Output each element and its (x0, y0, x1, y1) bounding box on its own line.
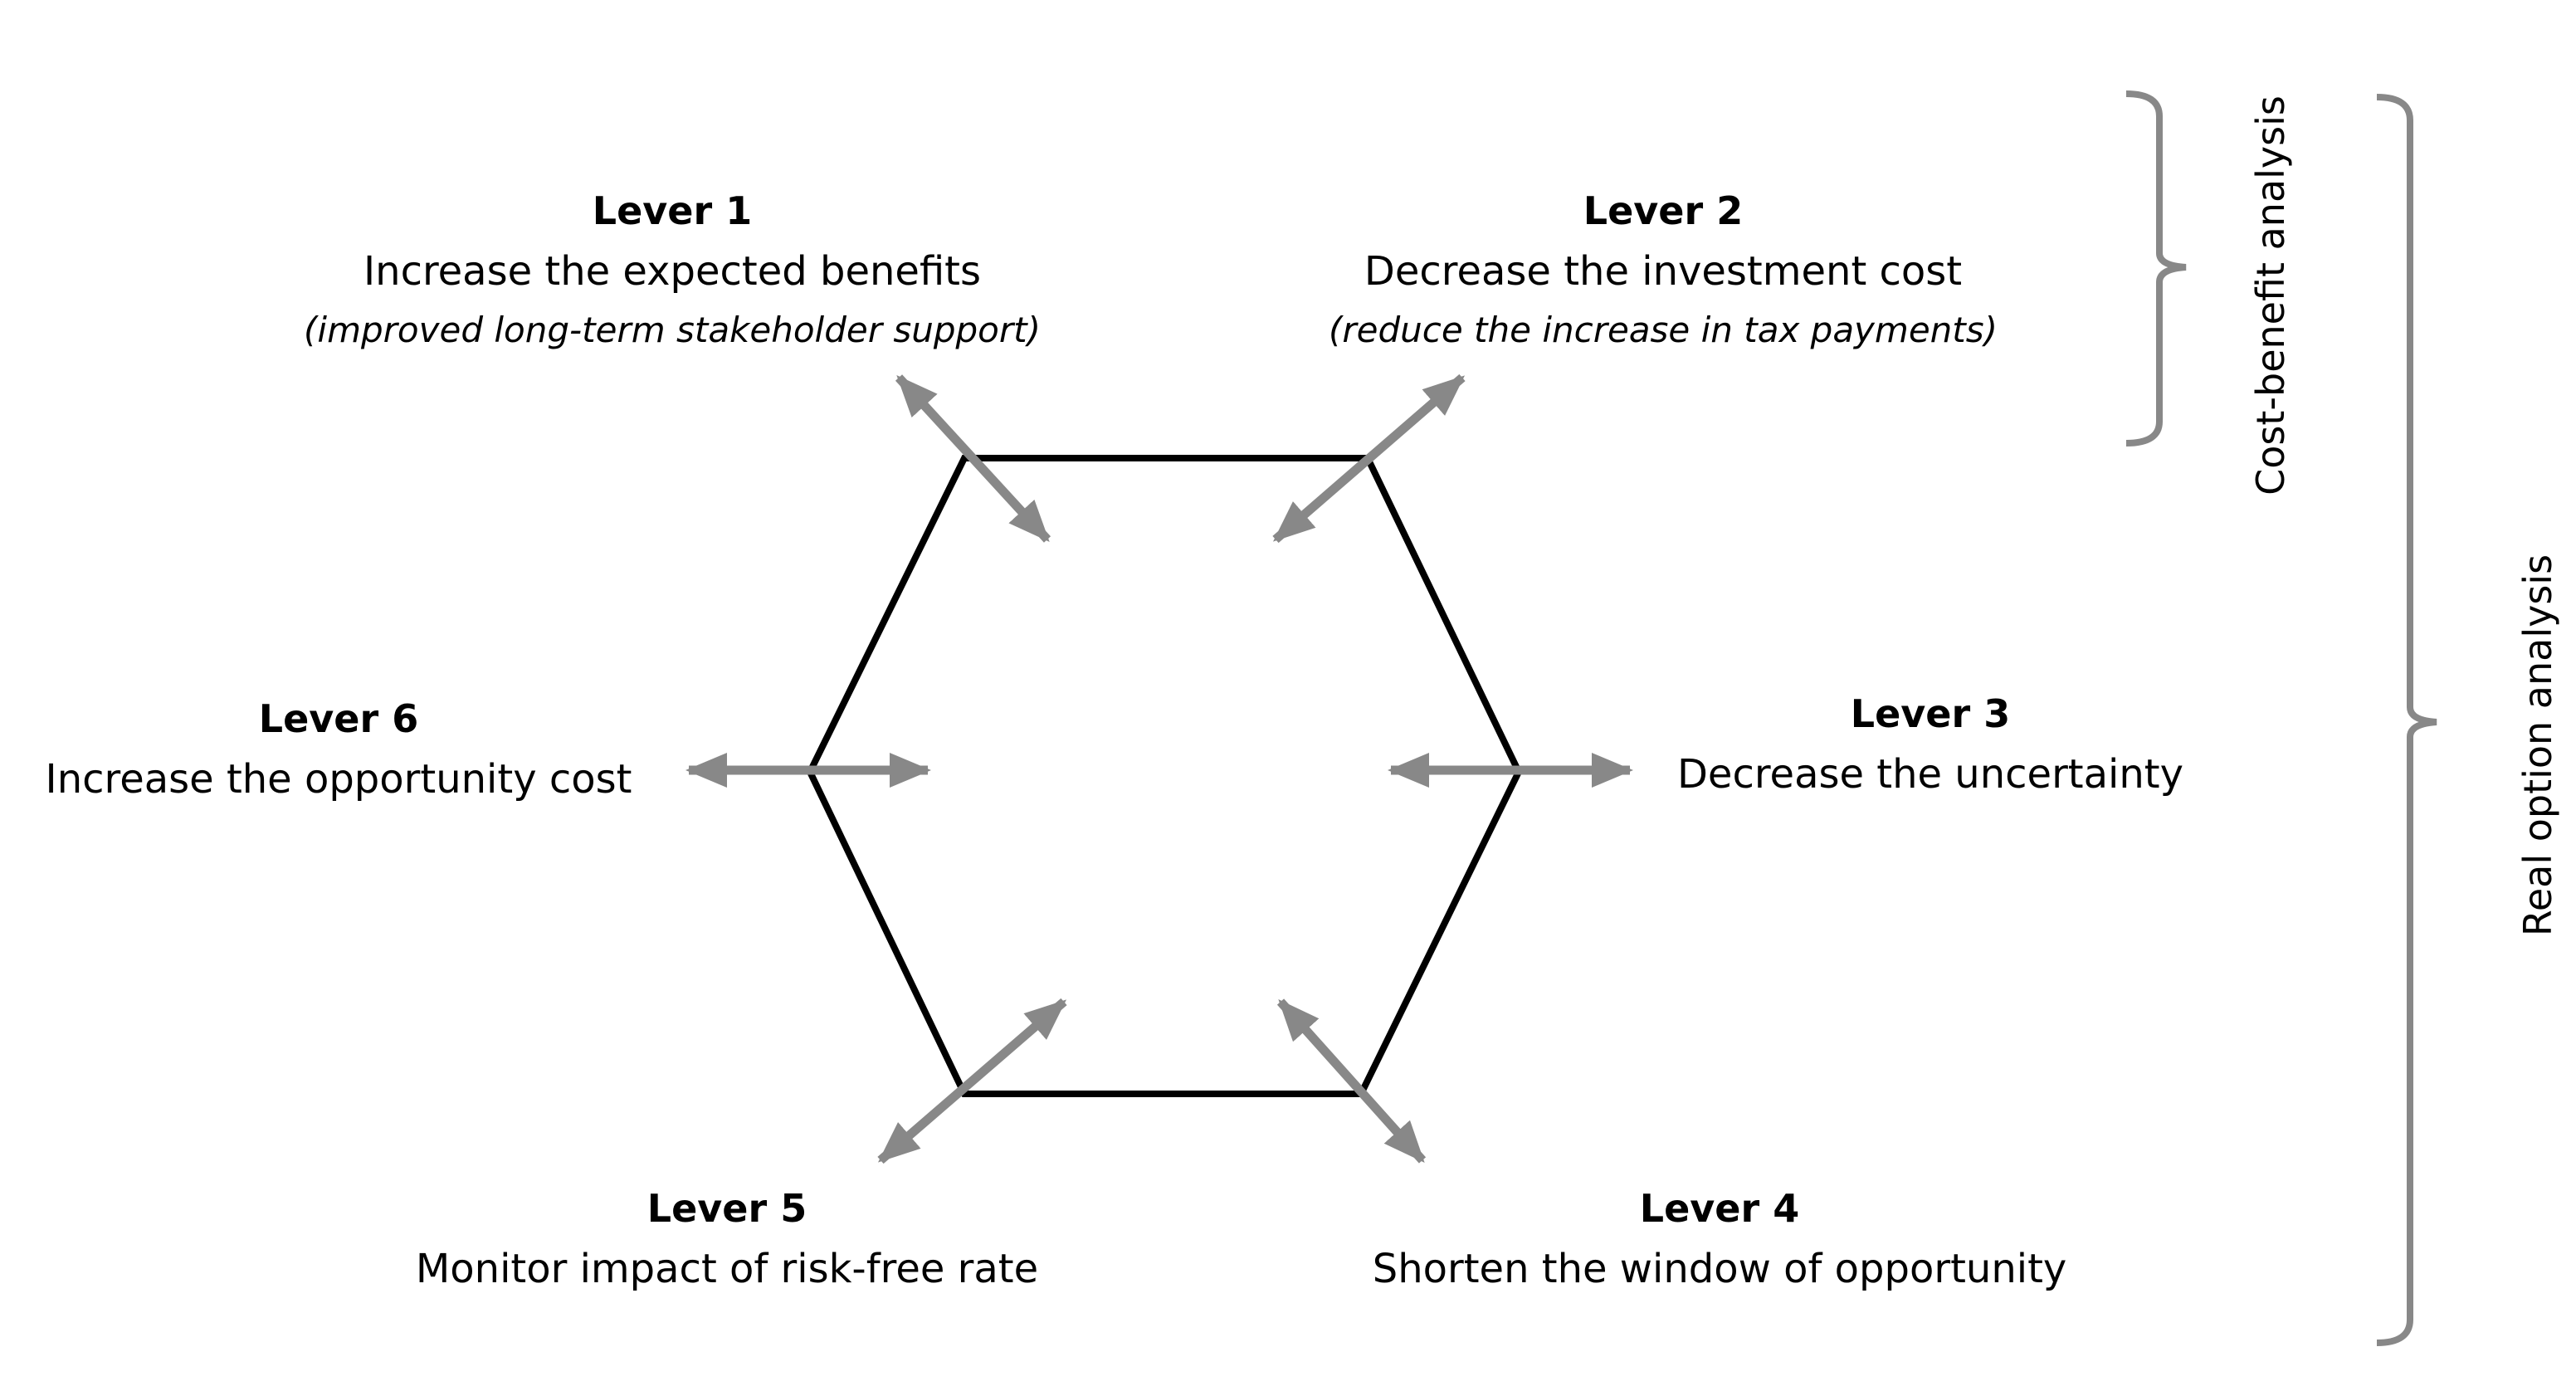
cost-benefit-label: Cost-benefit analysis (2248, 95, 2293, 495)
lever-5-arrow (877, 998, 1067, 1164)
real-option-label: Real option analysis (2515, 554, 2560, 937)
cost-benefit-bracket (2125, 90, 2187, 447)
lever-6-title: Lever 6 (258, 696, 419, 741)
lever-2-note: (reduce the increase in tax payments) (1328, 310, 1998, 350)
lever-2-arrow (1272, 373, 1466, 544)
lever-5-title: Lever 5 (646, 1186, 807, 1231)
lever-1-title: Lever 1 (592, 188, 753, 233)
lever-3-description: Decrease the uncertainty (1676, 751, 2184, 798)
lever-1-note: (improved long-term stakeholder support) (304, 310, 1041, 350)
lever-4-description: Shorten the window of opportunity (1372, 1246, 2067, 1292)
lever-6-description: Increase the opportunity cost (45, 756, 632, 803)
real-option-bracket (2376, 94, 2437, 1346)
hexagon (806, 455, 1523, 1097)
lever-4-arrow (1276, 998, 1427, 1164)
lever-4-title: Lever 4 (1639, 1186, 1800, 1231)
lever-1-description: Increase the expected benefits (363, 248, 981, 295)
lever-2-title: Lever 2 (1583, 188, 1744, 233)
lever-2-description: Decrease the investment cost (1364, 248, 1963, 295)
lever-3-title: Lever 3 (1850, 691, 2011, 736)
lever-5-description: Monitor impact of risk-free rate (415, 1246, 1039, 1292)
lever-1-arrow (895, 374, 1051, 543)
